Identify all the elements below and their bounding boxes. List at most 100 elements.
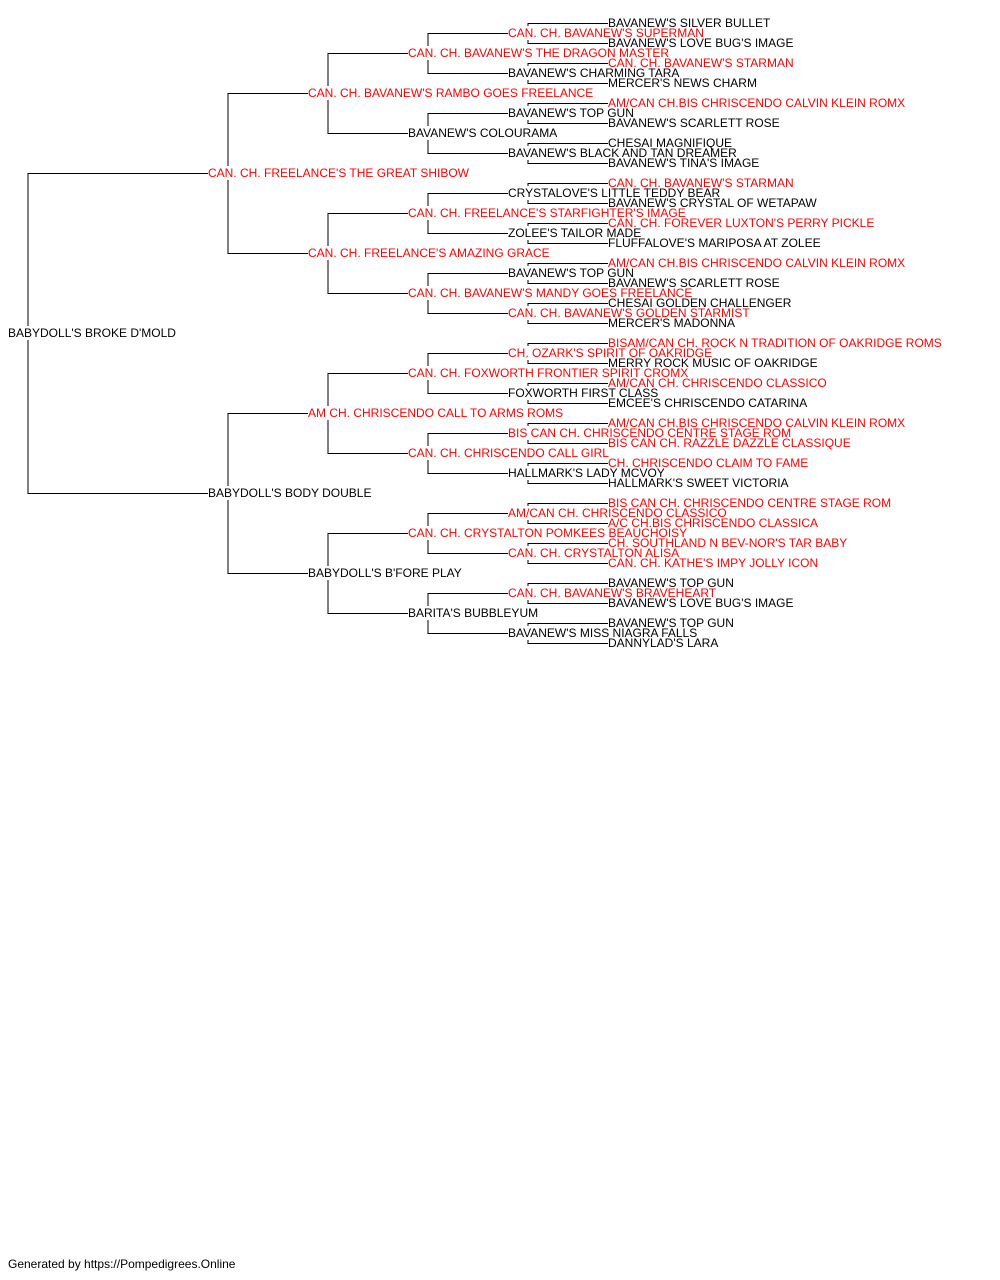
connector-subject-dam-sire-dam-sire-sire: [527, 423, 608, 426]
connector-subject-dam-dam-dam-sire-dam: [527, 600, 608, 604]
connector-subject-sire-dam-sire: [327, 213, 408, 246]
dog-subject-dam-sire-dam-sire: BIS CAN CH. CHRISCENDO CENTRE STAGE ROM: [508, 426, 792, 440]
connector-subject-dam-sire-dam-dam: [427, 460, 508, 474]
dog-subject-sire-dam-sire-dam: ZOLEE'S TAILOR MADE: [508, 226, 642, 240]
connector-subject-sire-dam: [227, 180, 308, 254]
dog-subject-sire-sire-sire: CAN. CH. BAVANEW'S THE DRAGON MASTER: [408, 46, 669, 60]
dog-subject-dam-sire-sire-dam-sire: AM/CAN CH. CHRISCENDO CLASSICO: [608, 376, 827, 390]
dog-subject-dam: BABYDOLL'S BODY DOUBLE: [208, 486, 372, 500]
dog-subject-sire-dam-sire-sire-dam: BAVANEW'S CRYSTAL OF WETAPAW: [608, 196, 817, 210]
connector-subject-sire-sire-sire: [327, 53, 408, 86]
connector-subject-sire: [27, 173, 208, 326]
dog-subject-sire-dam-dam-dam-sire: CHESAI GOLDEN CHALLENGER: [608, 296, 792, 310]
dog-subject-dam-dam-dam-sire-sire: BAVANEW'S TOP GUN: [608, 576, 734, 590]
connector-subject-sire-sire-dam-dam-dam: [527, 160, 608, 164]
dog-subject-sire-dam-sire-sire-sire: CAN. CH. BAVANEW'S STARMAN: [608, 176, 794, 190]
dog-subject-dam-sire-dam-dam-sire: CH. CHRISCENDO CLAIM TO FAME: [608, 456, 809, 470]
dog-subject-dam-sire-sire-sire-sire: BISAM/CAN CH. ROCK N TRADITION OF OAKRID…: [608, 336, 942, 350]
dog-subject-sire-dam-sire-sire: CRYSTALOVE'S LITTLE TEDDY BEAR: [508, 186, 721, 200]
connector-subject-sire-sire-dam-sire: [427, 113, 508, 126]
connector-subject-dam-sire-sire-sire: [427, 353, 508, 366]
dog-subject-sire-sire-sire-dam: BAVANEW'S CHARMING TARA: [508, 66, 680, 80]
footer-credit: Generated by https://Pompedigrees.Online: [8, 1257, 236, 1271]
dog-subject-sire-dam-sire-dam-sire: CAN. CH. FOREVER LUXTON'S PERRY PICKLE: [608, 216, 875, 230]
dog-subject-dam-sire-sire-sire: CH. OZARK'S SPIRIT OF OAKRIDGE: [508, 346, 713, 360]
connector-subject-sire-dam-sire-dam: [427, 220, 508, 234]
dog-subject-dam-dam-dam: BARITA'S BUBBLEYUM: [408, 606, 539, 620]
dog-subject-sire: CAN. CH. FREELANCE'S THE GREAT SHIBOW: [208, 166, 469, 180]
connector-subject-sire-sire-sire-dam-dam: [527, 80, 608, 84]
dog-subject-dam-dam-dam-sire-dam: BAVANEW'S LOVE BUG'S IMAGE: [608, 596, 794, 610]
connector-subject-sire-sire-sire-sire-sire: [527, 23, 608, 26]
connector-subject-dam-sire-dam-dam-dam: [527, 480, 608, 484]
connector-subject-sire-dam-dam-dam-sire: [527, 303, 608, 306]
dog-subject-dam-sire-sire-dam-dam: EMCEE'S CHRISCENDO CATARINA: [608, 396, 808, 410]
connector-subject-dam: [27, 340, 208, 494]
dog-subject-sire-sire-dam-sire-sire: AM/CAN CH.BIS CHRISCENDO CALVIN KLEIN RO…: [608, 96, 906, 110]
connector-subject-dam-sire-dam-sire: [427, 433, 508, 446]
dog-subject-dam-sire-dam-dam: HALLMARK'S LADY MCVOY: [508, 466, 665, 480]
connector-subject-sire-dam-dam-dam: [427, 300, 508, 314]
dog-subject-dam-sire-dam-sire-sire: AM/CAN CH.BIS CHRISCENDO CALVIN KLEIN RO…: [608, 416, 906, 430]
dog-subject-dam-dam-sire-sire-dam: A/C CH.BIS CHRISCENDO CLASSICA: [608, 516, 819, 530]
dog-subject-sire-sire-dam-dam-dam: BAVANEW'S TINA'S IMAGE: [608, 156, 760, 170]
dog-subject-sire-sire-dam-dam: BAVANEW'S BLACK AND TAN DREAMER: [508, 146, 737, 160]
dog-subject-sire-sire-sire-sire: CAN. CH. BAVANEW'S SUPERMAN: [508, 26, 704, 40]
dog-subject-dam-dam-sire-dam-sire: CH. SOUTHLAND N BEV-NOR'S TAR BABY: [608, 536, 848, 550]
dog-subject-dam-dam-dam-dam: BAVANEW'S MISS NIAGRA FALLS: [508, 626, 698, 640]
connector-subject-dam-sire-sire-dam-dam: [527, 400, 608, 404]
dog-subject-sire-sire-sire-sire-sire: BAVANEW'S SILVER BULLET: [608, 16, 771, 30]
dog-subject-dam-dam-sire-sire-sire: BIS CAN CH. CHRISCENDO CENTRE STAGE ROM: [608, 496, 892, 510]
connector-subject-sire-sire-dam-dam: [427, 140, 508, 154]
connector-subject-sire-dam-dam-sire: [427, 273, 508, 286]
connector-subject-dam-dam-dam-sire-sire: [527, 583, 608, 586]
dog-subject-sire-sire: CAN. CH. BAVANEW'S RAMBO GOES FREELANCE: [308, 86, 594, 100]
connector-subject-sire-sire-sire-dam: [427, 60, 508, 74]
connector-subject-sire-sire-dam: [327, 100, 408, 134]
dog-subject-dam-dam-dam-dam-sire: BAVANEW'S TOP GUN: [608, 616, 734, 630]
connector-subject-dam-dam: [227, 500, 308, 574]
connector-subject-sire-sire-dam-sire-dam: [527, 120, 608, 124]
dog-subject-dam-sire-sire-sire-dam: MERRY ROCK MUSIC OF OAKRIDGE: [608, 356, 818, 370]
connector-subject-dam-dam-sire-sire-dam: [527, 520, 608, 524]
dog-subject-sire-sire-dam-sire-dam: BAVANEW'S SCARLETT ROSE: [608, 116, 780, 130]
dog-subject-sire-dam-sire: CAN. CH. FREELANCE'S STARFIGHTER'S IMAGE: [408, 206, 686, 220]
connector-subject-sire-dam-sire-sire: [427, 193, 508, 206]
connector-subject-dam-sire-dam-sire-dam: [527, 440, 608, 444]
connector-subject-dam-dam-dam-sire: [427, 593, 508, 606]
connector-subject-dam-dam-dam-dam-dam: [527, 640, 608, 644]
connector-subject-dam-dam-dam-dam: [427, 620, 508, 634]
connector-subject-sire-sire-sire-sire-dam: [527, 40, 608, 44]
dog-subject-sire-dam-dam-dam-dam: MERCER'S MADONNA: [608, 316, 735, 330]
dog-subject-sire-dam-sire-dam-dam: FLUFFALOVE'S MARIPOSA AT ZOLEE: [608, 236, 821, 250]
connector-subject-dam-dam-dam: [327, 580, 408, 614]
dog-subject-sire-dam-dam-dam: CAN. CH. BAVANEW'S GOLDEN STARMIST: [508, 306, 750, 320]
dog-subject: BABYDOLL'S BROKE D'MOLD: [8, 326, 176, 340]
connector-subject-sire-dam-dam-dam-dam: [527, 320, 608, 324]
dog-subject-sire-sire-dam: BAVANEW'S COLOURAMA: [408, 126, 558, 140]
connector-subject-sire-dam-sire-dam-dam: [527, 240, 608, 244]
connector-subject-dam-sire-sire-sire-dam: [527, 360, 608, 364]
connector-subject-sire-sire-sire-sire: [427, 33, 508, 46]
connector-subject-dam-dam-dam-dam-sire: [527, 623, 608, 626]
connector-subject-dam-dam-sire-sire: [427, 513, 508, 526]
connector-subject-sire-dam-sire-sire-sire: [527, 183, 608, 186]
dog-subject-sire-sire-dam-sire: BAVANEW'S TOP GUN: [508, 106, 634, 120]
connector-subject-sire-sire-dam-sire-sire: [527, 103, 608, 106]
dog-subject-dam-sire-dam-dam-dam: HALLMARK'S SWEET VICTORIA: [608, 476, 789, 490]
connector-subject-dam-dam-sire-dam: [427, 540, 508, 554]
connector-subject-sire-dam-dam-sire-dam: [527, 280, 608, 284]
connector-subject-sire-dam-sire-sire-dam: [527, 200, 608, 204]
connector-subject-sire-sire-dam-dam-sire: [527, 143, 608, 146]
dog-subject-sire-sire-sire-dam-sire: CAN. CH. BAVANEW'S STARMAN: [608, 56, 794, 70]
dog-subject-sire-sire-dam-dam-sire: CHESAI MAGNIFIQUE: [608, 136, 733, 150]
dog-subject-sire-sire-sire-dam-dam: MERCER'S NEWS CHARM: [608, 76, 757, 90]
connector-subject-dam-dam-sire: [327, 533, 408, 566]
dog-subject-dam-dam-dam-sire: CAN. CH. BAVANEW'S BRAVEHEART: [508, 586, 717, 600]
dog-subject-dam-sire-sire: CAN. CH. FOXWORTH FRONTIER SPIRIT CROMX: [408, 366, 689, 380]
connector-subject-dam-sire-dam: [327, 420, 408, 454]
connector-subject-dam-dam-sire-dam-sire: [527, 543, 608, 546]
dog-subject-dam-dam-sire-dam: CAN. CH. CRYSTALTON ALISA: [508, 546, 680, 560]
connector-subject-dam-sire-sire-dam: [427, 380, 508, 394]
